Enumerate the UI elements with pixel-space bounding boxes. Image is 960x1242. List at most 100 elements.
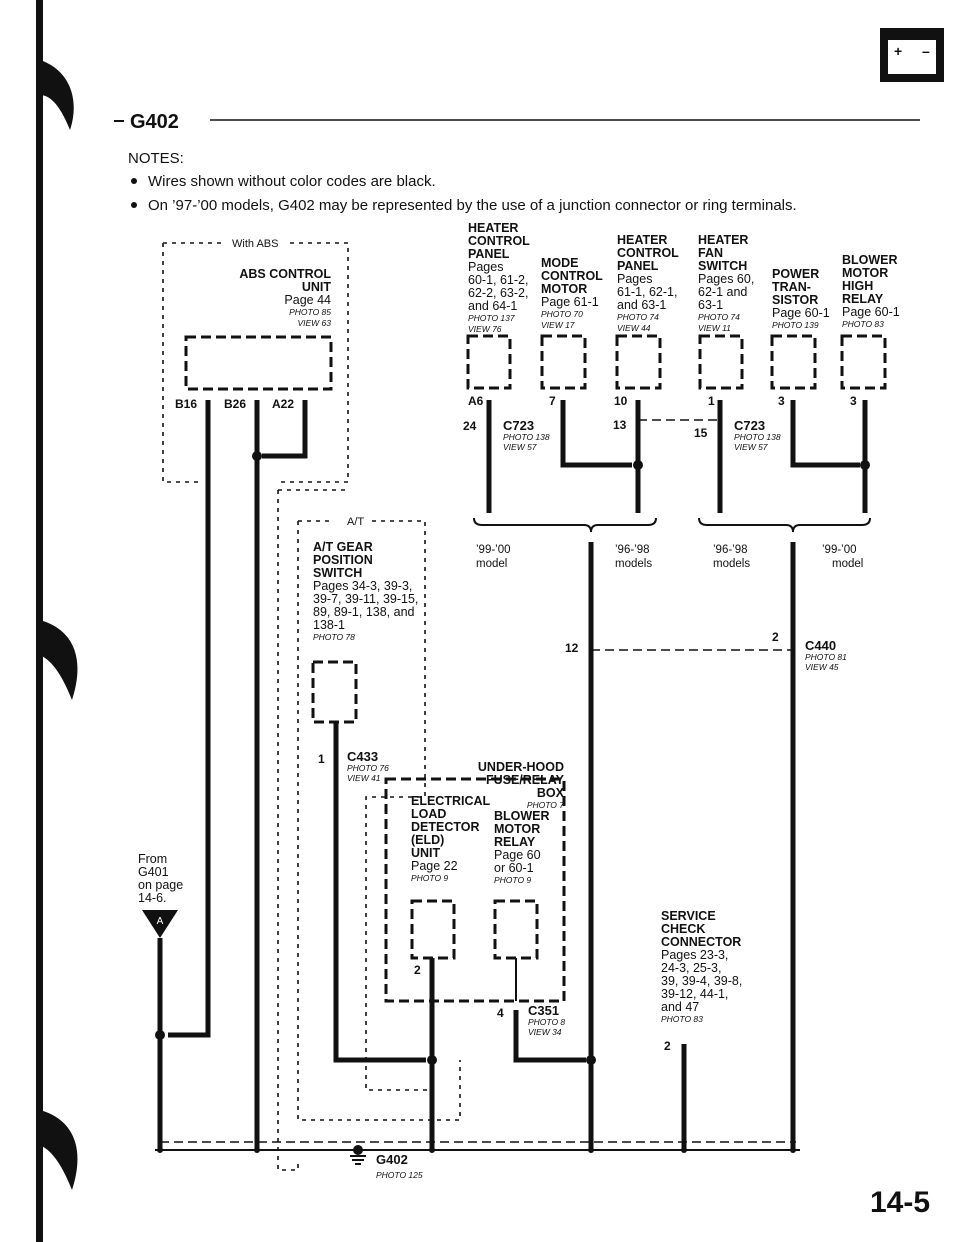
note-item: On ’97-’00 models, G402 may be represent… [148,197,797,214]
component-name-line: LOAD [411,807,446,821]
pin-label: 2 [414,963,421,977]
model-label: model [476,558,507,570]
component-name-line: TRAN- [772,280,811,294]
component-name-line: BLOWER [494,809,550,823]
page-ref-line: Page 60 [494,848,541,862]
abs-control-unit-box [184,335,333,391]
c351-connector-label: C351 [528,1003,559,1018]
pin-label: A22 [272,397,294,411]
component-name-line: HEATER [698,233,748,247]
component-box [410,899,456,960]
view-ref: VIEW 41 [347,773,381,783]
photo-ref-line: VIEW 17 [541,320,575,330]
page-title: G402 [130,111,179,133]
abs-group-label: With ABS [232,238,278,250]
model-label: models [615,558,652,570]
page-ref-line: 138-1 [313,618,345,632]
photo-ref-line: PHOTO 83 [661,1014,703,1024]
under-hood-box [384,777,566,1003]
page-ref-line: 62-2, 63-2, [468,286,528,300]
page-ref-line: Page 44 [284,293,331,307]
notes-heading: NOTES: [128,150,184,167]
component-box [770,334,817,390]
component-name-line: ABS CONTROL [239,267,331,281]
page-ref-line: Pages [617,272,652,286]
component-name-line: RELAY [494,835,536,849]
photo-ref: PHOTO 138 [734,432,781,442]
at-group-label: A/T [347,516,364,528]
photo-ref-line: VIEW 63 [297,318,331,328]
photo-ref: PHOTO 125 [376,1170,423,1180]
page-ref-line: Pages 23-3, [661,948,728,962]
component-name-line: POWER [772,267,819,281]
component-name-line: RELAY [842,292,884,306]
page-ref-line: or 60-1 [494,861,534,875]
component-name-line: BLOWER [842,253,898,267]
pin-label: 2 [664,1039,671,1053]
component-name-line: SWITCH [698,259,747,273]
pin-label: 7 [549,394,556,408]
page-ref-line: 63-1 [698,298,723,312]
c433-connector-label: C433 [347,749,378,764]
page-ref-line: 62-1 and [698,285,747,299]
page-ref-line: Pages [468,260,503,274]
photo-ref-line: PHOTO 78 [313,632,355,642]
component-name-line: SERVICE [661,909,716,923]
pin-label: 3 [850,394,857,408]
component-name-line: CHECK [661,922,705,936]
page-ref-line: G401 [138,865,169,879]
model-label: ’96-’98 [713,544,748,556]
photo-ref-line: PHOTO 9 [494,875,531,885]
connector-a-label: A [157,916,164,927]
component-box [466,334,512,390]
page-ref-line: and 47 [661,1000,699,1014]
page-ref-line: Page 61-1 [541,295,599,309]
component-name-line: MOTOR [842,266,888,280]
photo-ref-line: VIEW 11 [698,323,731,333]
component-name-line: UNDER-HOOD [478,760,564,774]
battery-icon: + – [880,28,944,82]
page-ref-line: Pages 60, [698,272,754,286]
component-name-line: POSITION [313,553,373,567]
photo-ref: PHOTO 81 [805,652,847,662]
page-ref-line: 60-1, 61-2, [468,273,528,287]
pin-label: 13 [613,418,627,432]
model-labels: ’99-’00 model ’96-’98 models ’96-’98 mod… [476,544,863,570]
pin-label: 4 [497,1006,504,1020]
pin-label: B26 [224,397,246,411]
view-ref: VIEW 34 [528,1027,562,1037]
page-ref-line: Page 60-1 [842,305,900,319]
component-box [615,334,662,390]
ground-g402-label: G402 [376,1152,408,1167]
page-ref-line: 39, 39-4, 39-8, [661,974,742,988]
component-name-line: HIGH [842,279,873,293]
page-ref-line: 39-7, 39-11, 39-15, [313,592,418,606]
page-number: 14-5 [870,1186,930,1219]
c723-connector-label: C723 [503,418,534,433]
component-name-line: SWITCH [313,566,362,580]
pin-label: 10 [614,394,628,408]
pin-label: 1 [708,394,715,408]
component-name-line: MODE [541,256,579,270]
page-ref-line: Page 22 [411,859,458,873]
component-name-line: ELECTRICAL [411,794,491,808]
svg-text:+: + [894,43,902,59]
model-label: models [713,558,750,570]
component-name-line: CONTROL [468,234,530,248]
view-ref: VIEW 45 [805,662,839,672]
component-name-line: CONTROL [541,269,603,283]
photo-ref-line: PHOTO 7 [527,800,564,810]
page-ref-line: 89, 89-1, 138, and [313,605,415,619]
component-name-line: A/T GEAR [313,540,373,554]
